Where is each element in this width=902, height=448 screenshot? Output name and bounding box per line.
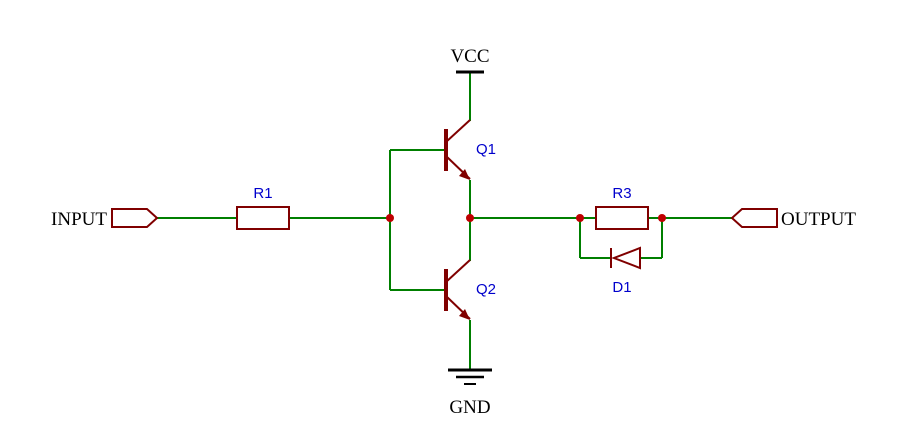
gnd-terminal[interactable]: GND xyxy=(448,368,492,418)
junctions xyxy=(386,214,666,222)
input-port-shape[interactable] xyxy=(111,208,159,228)
resistor-r1-label: R1 xyxy=(253,185,272,202)
resistor-r3[interactable]: R3 xyxy=(595,185,649,230)
transistor-q2-label: Q2 xyxy=(476,281,496,298)
transistor-q1-label: Q1 xyxy=(476,141,496,158)
junction-dot-output-node xyxy=(466,214,474,222)
transistor-q2-emitter-arrow xyxy=(459,309,470,320)
junction-dot-r3-right xyxy=(658,214,666,222)
input-port-label: INPUT xyxy=(51,209,107,230)
vcc-label: VCC xyxy=(450,46,489,67)
diode-d1[interactable]: D1 xyxy=(610,246,641,296)
diode-d1-label: D1 xyxy=(612,279,631,296)
resistor-r3-body[interactable] xyxy=(595,206,649,230)
junction-dot-r3-left xyxy=(576,214,584,222)
output-port-label: OUTPUT xyxy=(781,209,856,230)
wires xyxy=(157,73,733,369)
resistor-r3-label: R3 xyxy=(612,185,631,202)
resistor-r1[interactable]: R1 xyxy=(236,185,290,230)
transistor-q1-collector[interactable] xyxy=(445,119,471,143)
vcc-terminal[interactable]: VCC xyxy=(450,46,490,74)
junction-dot-base-node xyxy=(386,214,394,222)
output-port[interactable]: OUTPUT xyxy=(730,208,856,230)
input-port[interactable]: INPUT xyxy=(51,208,159,230)
gnd-label: GND xyxy=(449,397,490,418)
transistor-q1[interactable]: Q1 xyxy=(444,119,496,180)
transistor-q1-emitter-arrow xyxy=(459,169,470,180)
transistor-q2-collector[interactable] xyxy=(445,259,471,283)
diode-d1-triangle[interactable] xyxy=(611,246,641,270)
transistor-q2[interactable]: Q2 xyxy=(444,259,496,320)
output-port-shape[interactable] xyxy=(730,208,778,228)
resistor-r1-body[interactable] xyxy=(236,206,290,230)
